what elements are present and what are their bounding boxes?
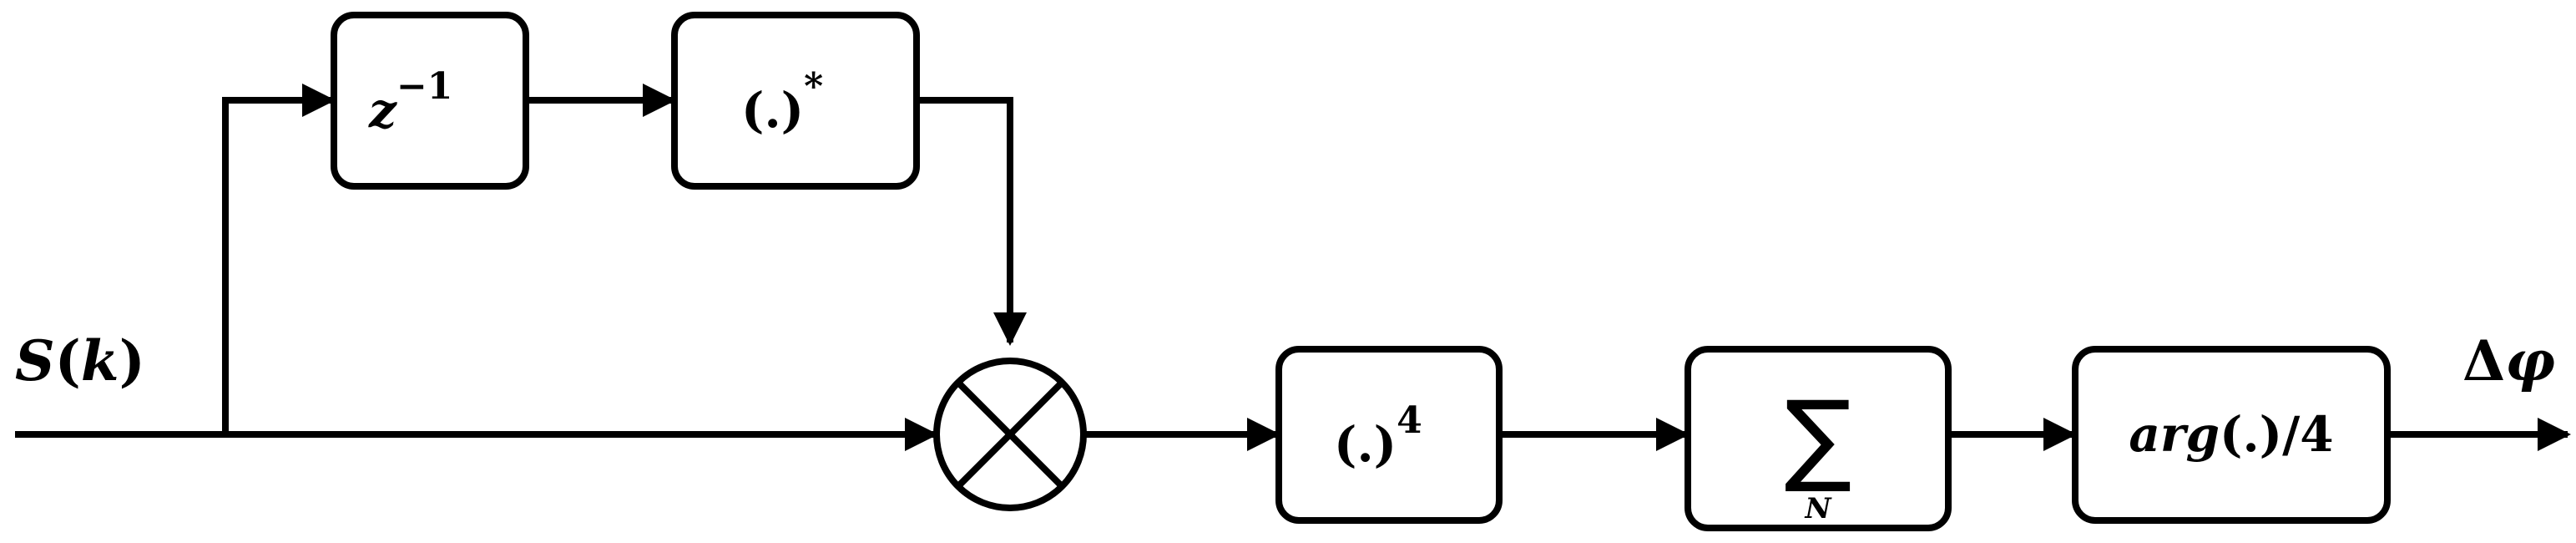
arg-block-label: arg(.)/4 — [2129, 406, 2333, 463]
power-base: (.) — [1334, 416, 1397, 473]
multiplier-circle — [933, 358, 1087, 511]
input-paren-open: ( — [55, 328, 81, 393]
wire-conj-to-mult — [917, 97, 1027, 346]
conjugate-block: (.)* — [671, 12, 920, 190]
delay-block-label: z−1 — [368, 65, 452, 139]
sigma-icon: ∑ — [1785, 380, 1852, 496]
input-var: k — [81, 328, 119, 393]
arg-block: arg(.)/4 — [2072, 346, 2391, 524]
wire-branch-up — [222, 84, 336, 434]
power-exponent: 4 — [1397, 399, 1422, 442]
summation-block: ∑ N — [1685, 346, 1952, 531]
power-block-label: (.)4 — [1334, 399, 1422, 473]
output-var: φ — [2505, 328, 2555, 393]
signal-wires — [15, 84, 2571, 451]
summation-subscript: N — [1804, 492, 1832, 525]
input-base: S — [15, 328, 55, 393]
input-signal-label: S(k) — [15, 328, 145, 393]
arg-divisor: /4 — [2282, 406, 2334, 463]
output-delta: Δ — [2462, 328, 2505, 393]
delay-block: z−1 — [331, 12, 529, 190]
delay-base: z — [368, 82, 397, 139]
input-paren-close: ) — [119, 328, 145, 393]
conjugate-block-label: (.)* — [741, 65, 823, 139]
conjugate-exponent: * — [804, 65, 823, 108]
arg-func: arg — [2129, 406, 2220, 463]
output-signal-label: Δφ — [2462, 328, 2555, 393]
arg-paren: (.) — [2220, 406, 2282, 463]
conjugate-base: (.) — [741, 82, 804, 139]
power-block: (.)4 — [1275, 346, 1503, 524]
delay-exponent: −1 — [397, 65, 452, 108]
